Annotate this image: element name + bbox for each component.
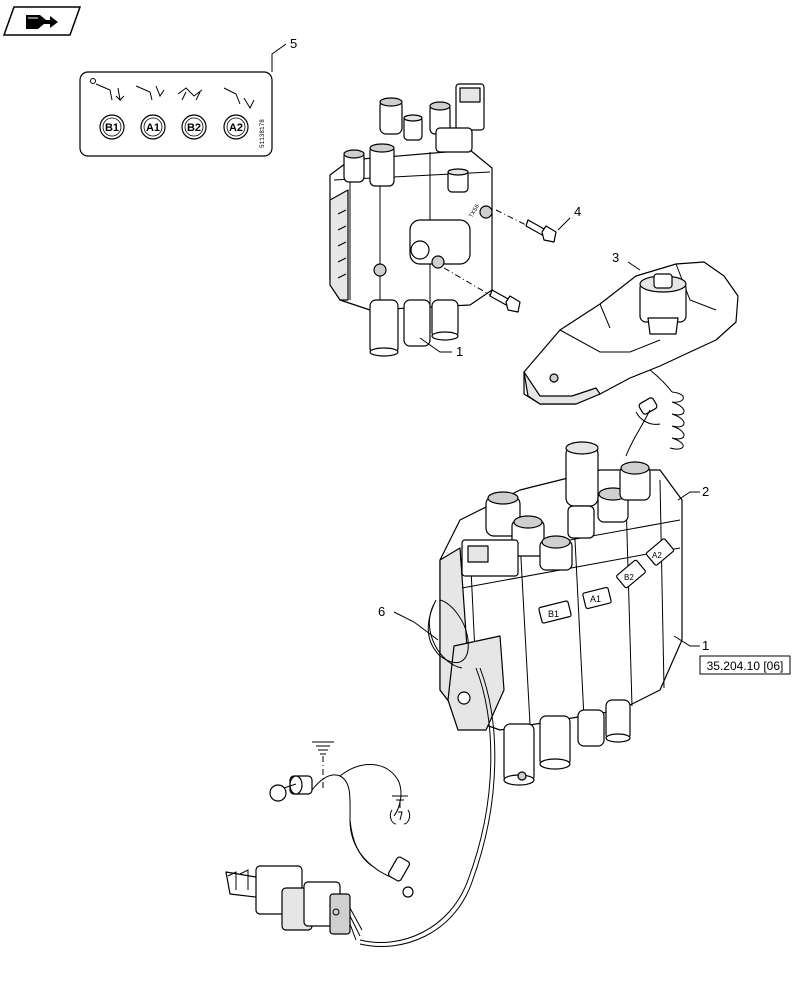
callout-4-label: 4: [574, 204, 581, 219]
decal-circle-a2: A2: [223, 114, 249, 140]
valve-tag-b2: B2: [616, 559, 646, 589]
decal-circle-b1: B1: [99, 114, 125, 140]
wiring-harness: [225, 599, 496, 947]
harness-connector: [225, 865, 363, 941]
bolt-lower: [443, 267, 521, 313]
key-switch: [269, 775, 313, 802]
svg-text:A2: A2: [652, 551, 662, 560]
callout-5[interactable]: 5: [271, 36, 297, 72]
callout-6[interactable]: 6: [378, 604, 439, 641]
decal-label-a2: A2: [229, 122, 243, 134]
callout-2-label: 2: [702, 484, 709, 499]
control-valve-upper: TX56: [329, 83, 493, 357]
book-arrow-icon: [26, 15, 58, 29]
callout-2[interactable]: 2: [677, 484, 709, 501]
callout-3[interactable]: 3: [612, 250, 641, 271]
ground-icon: [312, 741, 334, 790]
callout-4[interactable]: 4: [557, 204, 581, 231]
valve-tag-a2: A2: [645, 538, 675, 566]
callout-3-label: 3: [612, 250, 619, 265]
decal-circle-b2: B2: [181, 114, 207, 140]
valve-tag-b1: B1: [538, 600, 572, 624]
svg-text:B2: B2: [624, 573, 634, 582]
decal-label: B1 A1 B2 A2 51138178: [79, 71, 273, 157]
callout-1-upper[interactable]: 1: [419, 337, 463, 359]
svg-text:B1: B1: [548, 609, 559, 619]
callout-6-label: 6: [378, 604, 385, 619]
svg-text:A1: A1: [590, 594, 601, 604]
decal-serial: 51138178: [259, 119, 266, 148]
decal-label-b1: B1: [105, 122, 119, 134]
valve-tag-a1: A1: [582, 586, 612, 610]
reference-label: 35.204.10 [06]: [707, 659, 784, 673]
callout-5-label: 5: [290, 36, 297, 51]
decal-circle-a1: A1: [140, 114, 166, 140]
lever-boot-cover: [523, 261, 739, 457]
control-valve-lower: B1 A1 B2 A2: [439, 441, 683, 786]
callout-1-lower-label: 1: [702, 638, 709, 653]
pushbutton-icon: [389, 795, 411, 825]
decal-label-b2: B2: [187, 122, 201, 134]
reference-box[interactable]: 35.204.10 [06]: [699, 655, 791, 675]
navigation-button[interactable]: [2, 6, 82, 36]
bolt-upper: [495, 209, 557, 243]
callout-1-upper-label: 1: [456, 344, 463, 359]
decal-label-a1: A1: [146, 122, 160, 134]
callout-1-lower[interactable]: 1: [673, 635, 709, 653]
